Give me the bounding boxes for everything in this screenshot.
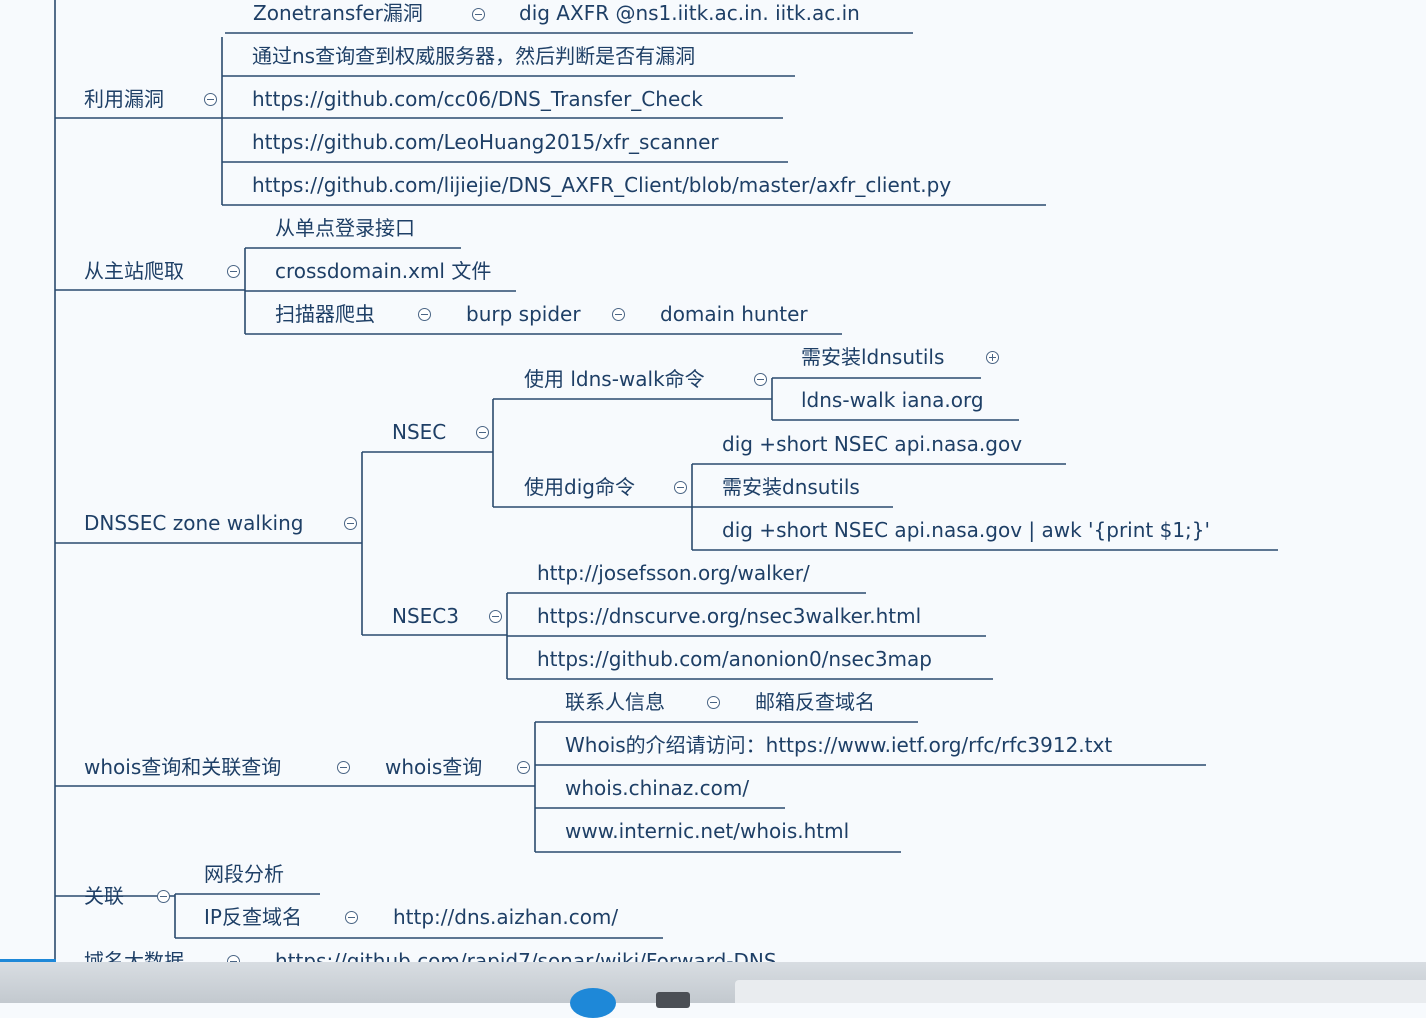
node-whois-query[interactable]: whois查询: [385, 755, 483, 779]
node-need-dnsutils[interactable]: 需安装dnsutils: [722, 475, 860, 499]
node-exploit[interactable]: 利用漏洞: [84, 87, 164, 111]
node-dig-awk[interactable]: dig +short NSEC api.nasa.gov | awk '{pri…: [722, 518, 1211, 542]
node-whois-intro[interactable]: Whois的介绍请访问：https://www.ietf.org/rfc/rfc…: [565, 733, 1113, 757]
node-internic[interactable]: www.internic.net/whois.html: [565, 819, 850, 843]
node-crawl[interactable]: 从主站爬取: [84, 259, 184, 283]
node-dnscurve[interactable]: https://dnscurve.org/nsec3walker.html: [537, 604, 922, 628]
collapse-toggle-icon[interactable]: [345, 911, 358, 924]
node-josefsson-walker[interactable]: http://josefsson.org/walker/: [537, 561, 810, 585]
node-dig-short[interactable]: dig +short NSEC api.nasa.gov: [722, 432, 1023, 456]
node-burp-spider[interactable]: burp spider: [466, 302, 581, 326]
node-github-leohuang[interactable]: https://github.com/LeoHuang2015/xfr_scan…: [252, 130, 719, 154]
collapse-toggle-icon[interactable]: [707, 696, 720, 709]
node-dig-axfr[interactable]: dig AXFR @ns1.iitk.ac.in. iitk.ac.in: [519, 1, 860, 25]
node-crossdomain[interactable]: crossdomain.xml 文件: [275, 259, 492, 283]
collapse-toggle-icon[interactable]: [476, 426, 489, 439]
danmaku-input[interactable]: [735, 980, 1426, 1003]
node-zonetransfer[interactable]: Zonetransfer漏洞: [253, 1, 423, 25]
app-icon[interactable]: [570, 988, 616, 1018]
collapse-toggle-icon[interactable]: [472, 8, 485, 21]
collapse-toggle-icon[interactable]: [418, 308, 431, 321]
collapse-toggle-icon[interactable]: [612, 308, 625, 321]
node-dig-cmd[interactable]: 使用dig命令: [524, 475, 635, 499]
collapse-toggle-icon[interactable]: [489, 610, 502, 623]
node-ldns-walk-example[interactable]: ldns-walk iana.org: [801, 388, 984, 412]
collapse-toggle-icon[interactable]: [754, 373, 767, 386]
node-github-lijiejie[interactable]: https://github.com/lijiejie/DNS_AXFR_Cli…: [252, 173, 952, 197]
node-nsec[interactable]: NSEC: [392, 420, 447, 444]
collapse-toggle-icon[interactable]: [517, 761, 530, 774]
video-progress-bar[interactable]: [0, 959, 56, 962]
node-ns-query[interactable]: 通过ns查询查到权威服务器，然后判断是否有漏洞: [252, 44, 696, 68]
node-whois-chinaz[interactable]: whois.chinaz.com/: [565, 776, 750, 800]
app-icon[interactable]: [656, 992, 690, 1008]
node-ldns-walk-cmd[interactable]: 使用 ldns-walk命令: [524, 367, 705, 391]
node-relate[interactable]: 关联: [84, 884, 124, 908]
collapse-toggle-icon[interactable]: [674, 481, 687, 494]
collapse-toggle-icon[interactable]: [227, 265, 240, 278]
node-ip-reverse[interactable]: IP反查域名: [204, 905, 302, 929]
node-github-cc06[interactable]: https://github.com/cc06/DNS_Transfer_Che…: [252, 87, 703, 111]
node-nsec3map[interactable]: https://github.com/anonion0/nsec3map: [537, 647, 932, 671]
expand-toggle-icon[interactable]: [986, 351, 999, 364]
collapse-toggle-icon[interactable]: [337, 761, 350, 774]
node-whois-all[interactable]: whois查询和关联查询: [84, 755, 282, 779]
node-contact-info[interactable]: 联系人信息: [565, 690, 665, 714]
node-dnssec[interactable]: DNSSEC zone walking: [84, 511, 304, 535]
node-aizhan[interactable]: http://dns.aizhan.com/: [393, 905, 619, 929]
node-need-ldnsutils[interactable]: 需安装ldnsutils: [801, 345, 945, 369]
collapse-toggle-icon[interactable]: [204, 93, 217, 106]
collapse-toggle-icon[interactable]: [157, 890, 170, 903]
node-netseg[interactable]: 网段分析: [204, 862, 284, 886]
node-nsec3[interactable]: NSEC3: [392, 604, 459, 628]
node-sso[interactable]: 从单点登录接口: [275, 216, 415, 240]
node-domain-hunter[interactable]: domain hunter: [660, 302, 808, 326]
collapse-toggle-icon[interactable]: [344, 517, 357, 530]
node-mail-reverse[interactable]: 邮箱反查域名: [755, 690, 875, 714]
node-scanner[interactable]: 扫描器爬虫: [275, 302, 375, 326]
